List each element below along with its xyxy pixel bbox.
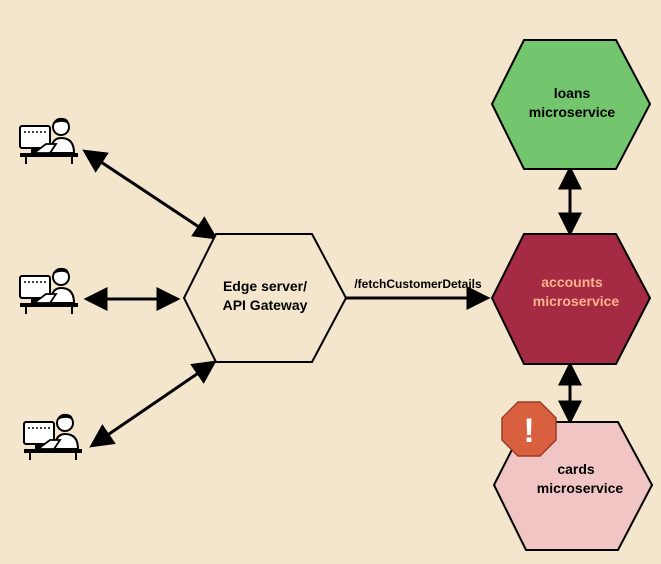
warning-symbol: ! (523, 412, 534, 450)
loans-microservice-node: loans microservice (490, 39, 652, 170)
cards-label-line2: microservice (537, 480, 624, 496)
accounts-label-line2: microservice (533, 293, 620, 309)
accounts-microservice-node: accounts microservice (490, 233, 652, 365)
api-gateway-node: Edge server/ API Gateway (182, 233, 348, 363)
loans-label-line1: loans (554, 85, 591, 101)
gateway-label-line2: API Gateway (223, 297, 308, 313)
client-developer-icon (23, 412, 83, 461)
warning-icon: ! (501, 401, 557, 457)
client-developer-icon (19, 116, 79, 165)
client-gateway-arrow (89, 360, 217, 448)
edge-label: /fetchCustomerDetails (354, 277, 482, 291)
loans-label-line2: microservice (529, 104, 616, 120)
cards-label-line1: cards (557, 461, 595, 477)
gateway-label-line1: Edge server/ (223, 278, 307, 294)
accounts-label-line1: accounts (541, 274, 603, 290)
client-gateway-arrow (82, 149, 218, 240)
client-developer-icon (19, 266, 79, 315)
